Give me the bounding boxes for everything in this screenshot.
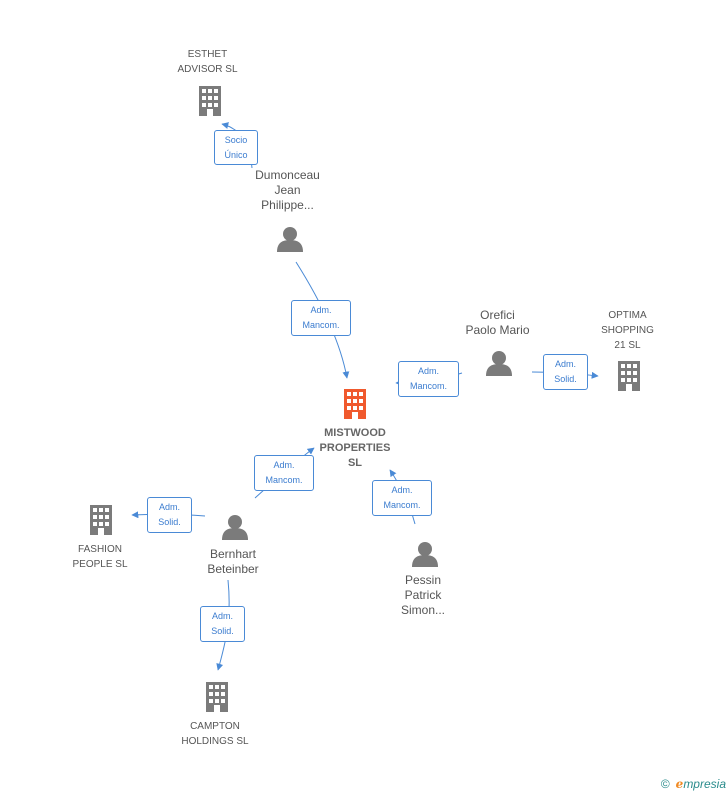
edge-label-socio-unico[interactable]: Socio Único	[214, 130, 258, 165]
edge-label-adm-solid-fashion[interactable]: Adm. Solid.	[147, 497, 192, 533]
esthet-building-icon	[199, 86, 221, 116]
fashion-label[interactable]: FASHION PEOPLE SL	[72, 544, 128, 570]
optima-building-icon	[618, 361, 640, 391]
bernhart-label[interactable]: Bernhart Beteinber	[207, 547, 259, 576]
edge-label-adm-mancom-orefici[interactable]: Adm. Mancom.	[398, 361, 459, 397]
center-building-icon	[344, 389, 366, 419]
campton-building-icon	[206, 682, 228, 712]
edge-label-adm-solid-optima[interactable]: Adm. Solid.	[543, 354, 588, 390]
orefici-person-icon	[486, 351, 512, 376]
edge-label-adm-solid-campton[interactable]: Adm. Solid.	[200, 606, 245, 642]
brand-name: mpresia	[683, 777, 726, 791]
bernhart-person-icon	[222, 515, 248, 540]
edge-label-adm-mancom-pessin[interactable]: Adm. Mancom.	[372, 480, 432, 516]
pessin-person-icon	[412, 542, 438, 567]
pessin-label[interactable]: Pessin Patrick Simon...	[400, 573, 445, 617]
center-label[interactable]: MISTWOOD PROPERTIES SL	[319, 427, 391, 469]
empresia-brand[interactable]: © empresia	[661, 777, 726, 791]
edge-label-adm-mancom-dumonceau[interactable]: Adm. Mancom.	[291, 300, 351, 336]
edge-label-adm-mancom-bernhart[interactable]: Adm. Mancom.	[254, 455, 314, 491]
fashion-building-icon	[90, 505, 112, 535]
esthet-label[interactable]: ESTHET ADVISOR SL	[177, 49, 238, 75]
dumonceau-label[interactable]: Dumonceau Jean Philippe...	[255, 168, 320, 212]
dumonceau-person-icon	[277, 227, 303, 252]
campton-label[interactable]: CAMPTON HOLDINGS SL	[181, 721, 249, 747]
brand-logo-e: e	[675, 777, 684, 791]
optima-label[interactable]: OPTIMA SHOPPING 21 SL	[601, 310, 654, 351]
orefici-label[interactable]: Orefici Paolo Mario	[465, 308, 530, 337]
copyright-icon: ©	[660, 777, 670, 791]
